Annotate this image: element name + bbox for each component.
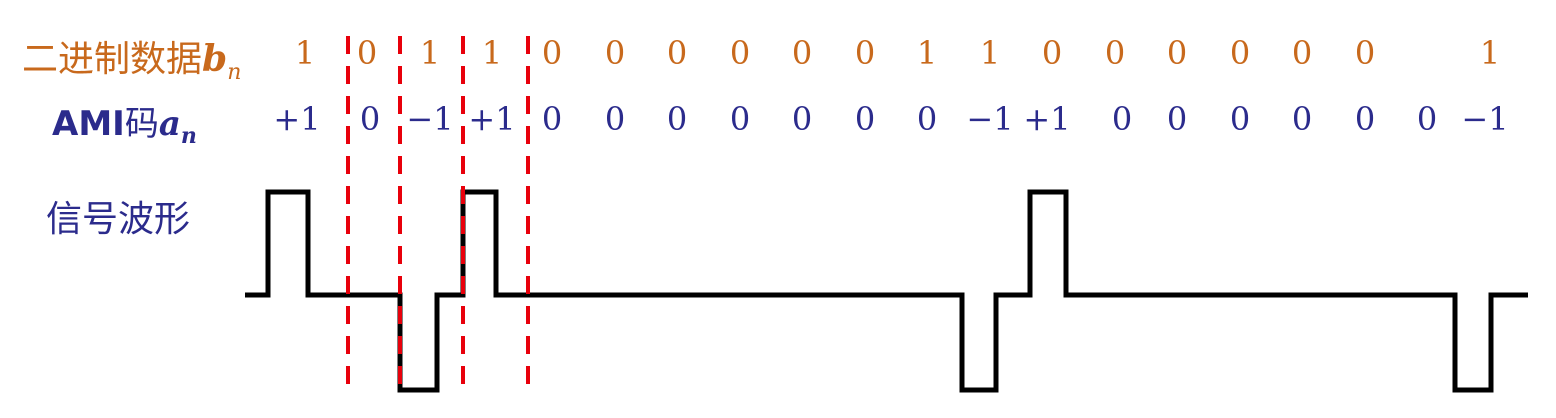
ami-code-value: −1 [406, 100, 454, 138]
ami-code-value: 0 [1354, 100, 1376, 138]
ami-code-value: 0 [1229, 100, 1251, 138]
binary-bit: 0 [729, 34, 751, 72]
binary-bit: 0 [854, 34, 876, 72]
binary-bit: 0 [356, 34, 378, 72]
ami-code-value: 0 [1166, 100, 1188, 138]
binary-bit: 0 [1229, 34, 1251, 72]
binary-bit: 0 [1104, 34, 1126, 72]
ami-code-value: 0 [916, 100, 938, 138]
binary-bit: 0 [791, 34, 813, 72]
ami-code-value: 0 [1111, 100, 1133, 138]
ami-code-value: 0 [666, 100, 688, 138]
binary-bit: 0 [1041, 34, 1063, 72]
ami-code-label: AMI码an [52, 104, 197, 149]
binary-bit: 0 [604, 34, 626, 72]
waveform-line [245, 189, 1528, 393]
signal-waveform-label: 信号波形 [46, 199, 191, 240]
ami-code-value: −1 [966, 100, 1014, 138]
ami-code-value: 0 [791, 100, 813, 138]
binary-bit: 1 [294, 34, 316, 72]
binary-bit: 0 [1291, 34, 1313, 72]
binary-bit: 0 [1354, 34, 1376, 72]
ami-code-value: +1 [273, 100, 321, 138]
ami-code-value: 0 [359, 100, 381, 138]
binary-bit: 1 [916, 34, 938, 72]
ami-code-value: 0 [541, 100, 563, 138]
ami-code-value: 0 [1291, 100, 1313, 138]
binary-bit: 0 [1166, 34, 1188, 72]
ami-code-value: 0 [729, 100, 751, 138]
binary-bit: 0 [666, 34, 688, 72]
binary-bit: 1 [1479, 34, 1501, 72]
ami-code-value: +1 [1023, 100, 1071, 138]
binary-bit: 0 [541, 34, 563, 72]
ami-code-value: −1 [1461, 100, 1509, 138]
binary-bit: 1 [419, 34, 441, 72]
binary-data-label: 二进制数据bn [22, 38, 242, 86]
ami-code-value: 0 [854, 100, 876, 138]
ami-code-value: 0 [1416, 100, 1438, 138]
ami-code-value: +1 [468, 100, 516, 138]
binary-bit: 1 [481, 34, 503, 72]
binary-bit: 1 [979, 34, 1001, 72]
ami-code-value: 0 [604, 100, 626, 138]
